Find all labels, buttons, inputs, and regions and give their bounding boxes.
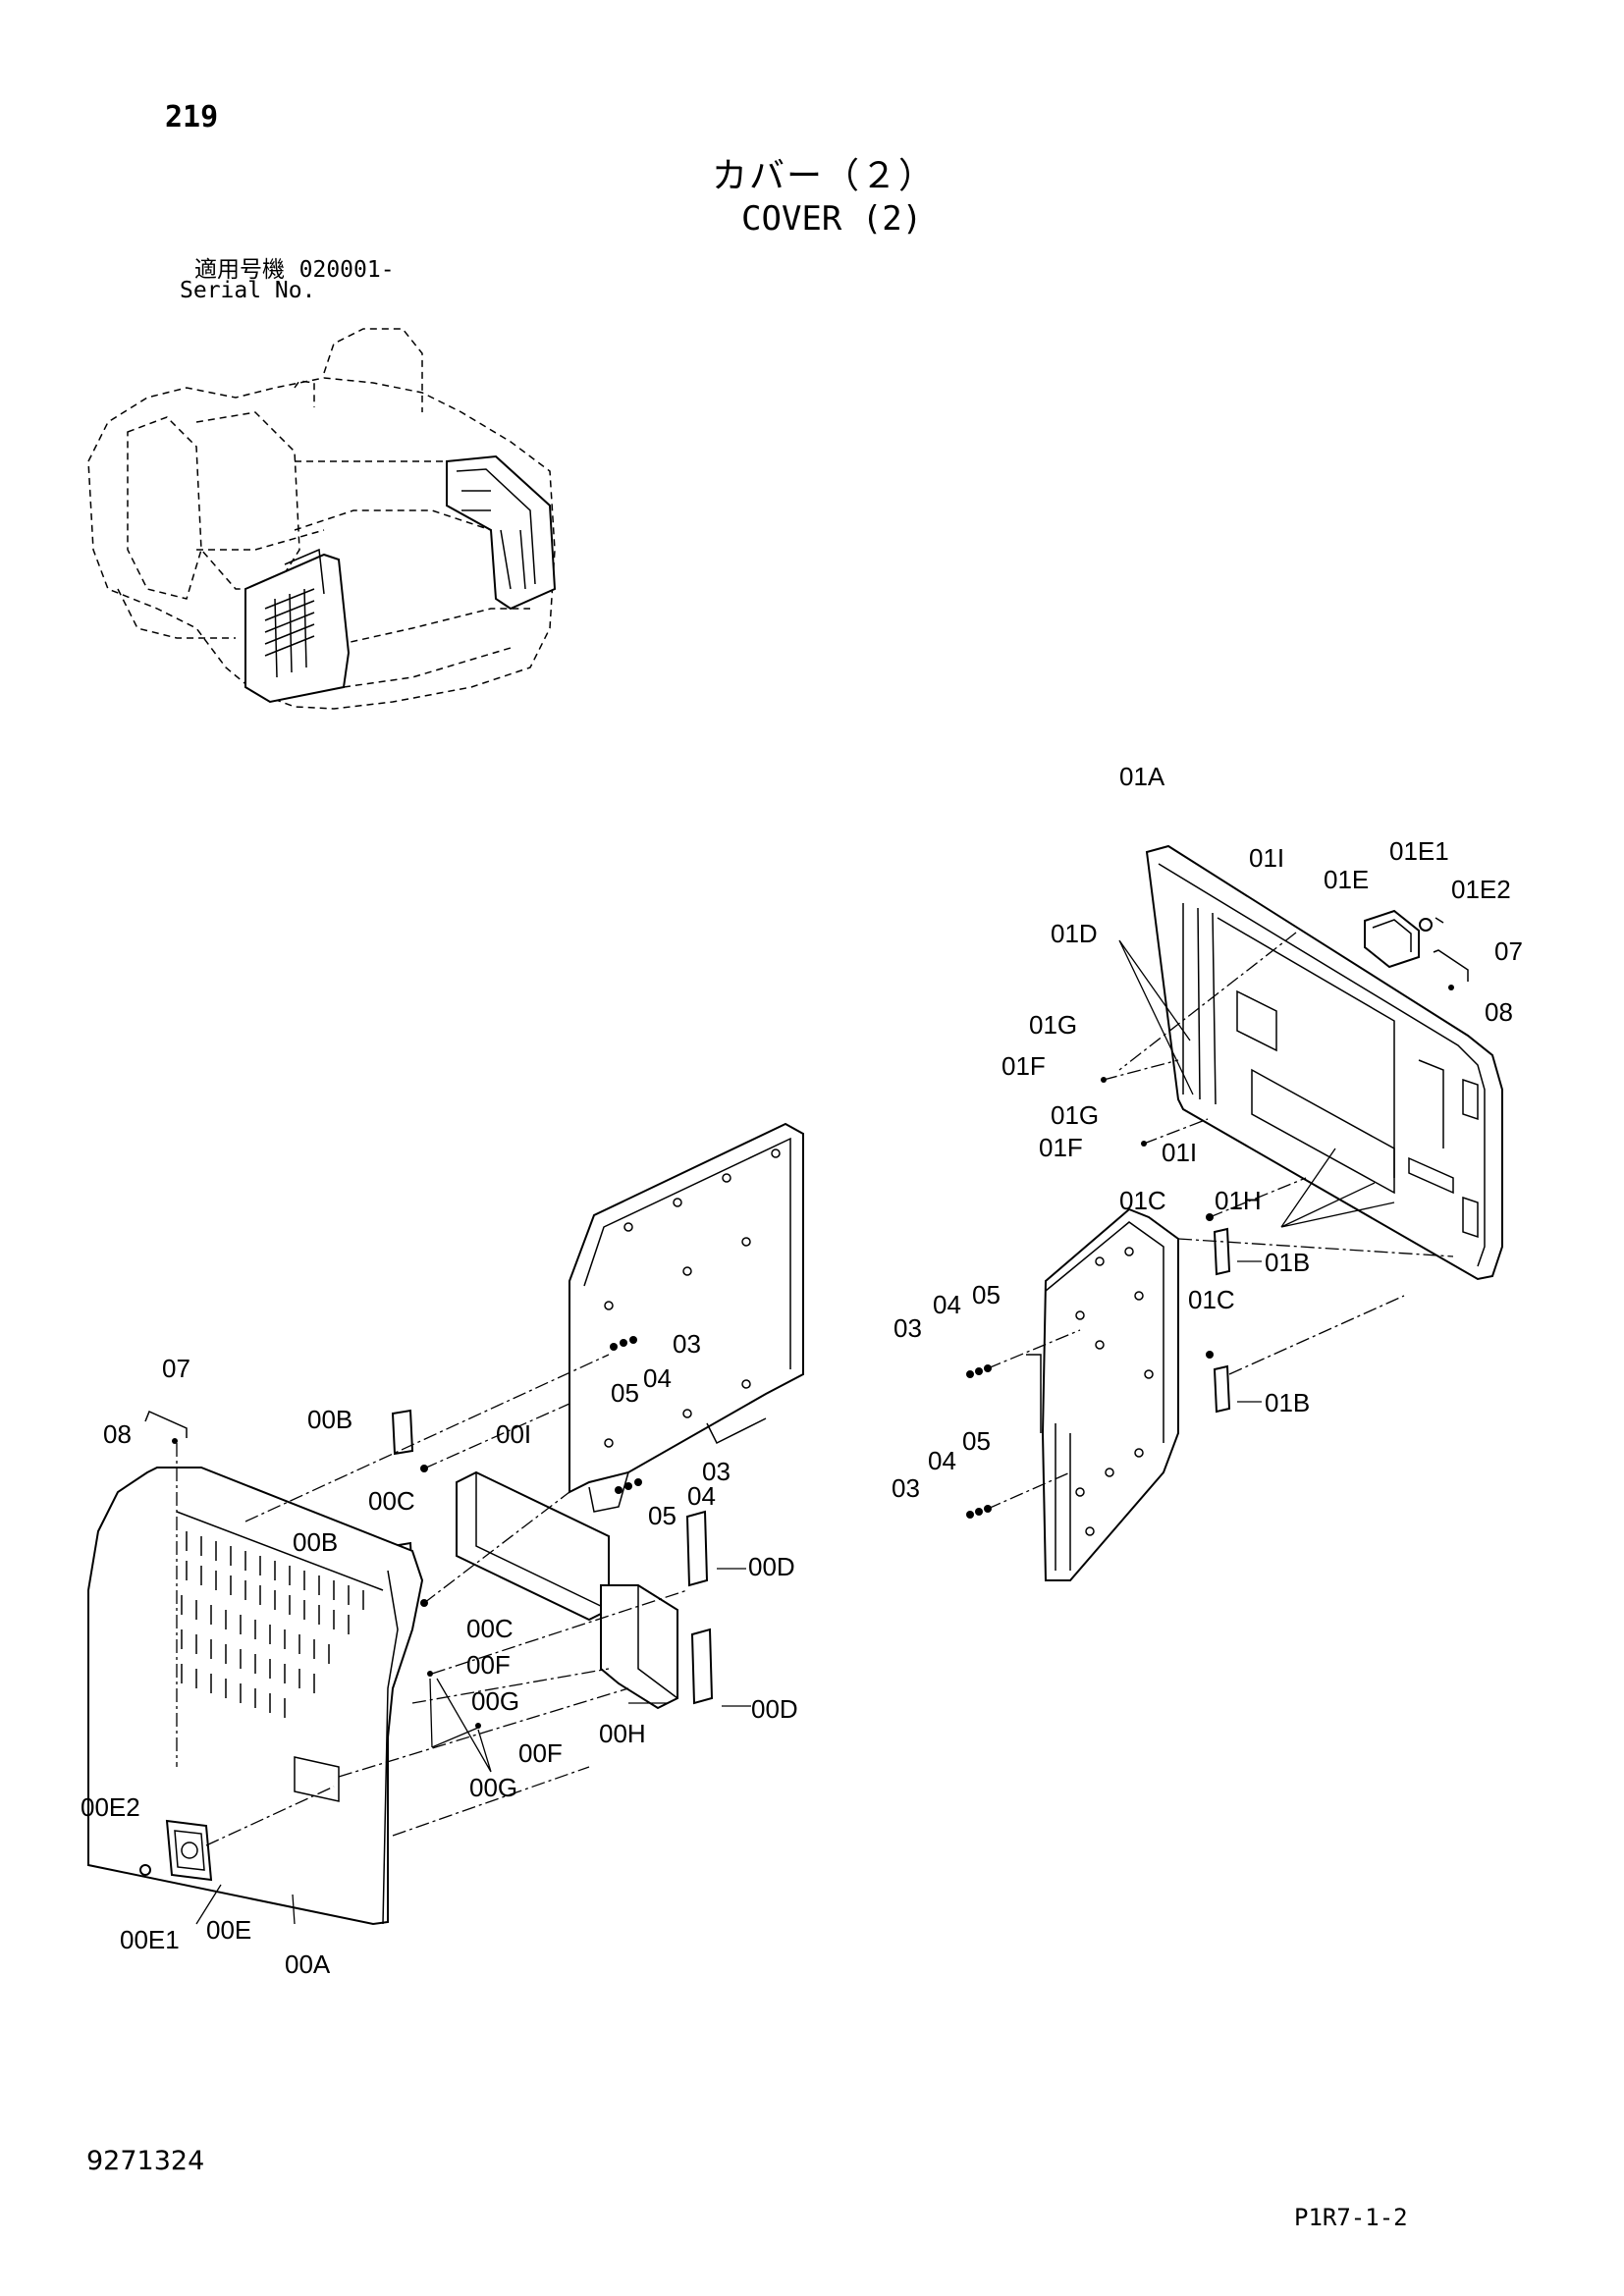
callout-00A: 00A	[285, 1949, 331, 1979]
callout-00E: 00E	[206, 1915, 251, 1945]
left-bracket	[568, 1122, 804, 1513]
callout-00H: 00H	[599, 1719, 646, 1748]
right-cover-panel-01A	[1145, 844, 1503, 1281]
callout-00C-b: 00C	[466, 1614, 514, 1643]
left-leaders	[195, 1568, 751, 1925]
callout-03-right-a: 03	[893, 1313, 922, 1343]
callout-00D-b: 00D	[751, 1694, 798, 1724]
serial-label-english: Serial No.	[180, 278, 316, 303]
right-bracket-01	[1026, 1207, 1179, 1581]
callout-03-right-b: 03	[892, 1473, 920, 1503]
left-bracket-holes	[604, 1148, 781, 1448]
bracket-holes	[1075, 1247, 1154, 1536]
callout-03-left-a: 03	[673, 1329, 701, 1359]
callout-04-left-b: 04	[687, 1481, 716, 1511]
callout-08-right: 08	[1485, 997, 1513, 1027]
page-number: 219	[165, 100, 219, 134]
callout-00E1: 00E1	[120, 1925, 180, 1954]
callout-01F-a: 01F	[1001, 1051, 1046, 1081]
vent-slots	[181, 1531, 364, 1718]
callout-07-left: 07	[162, 1354, 190, 1383]
rubber-pads-01B	[1213, 1227, 1231, 1414]
callout-05-right-a: 05	[972, 1280, 1001, 1309]
left-chain-lines	[176, 1354, 688, 1846]
right-chain-lines	[987, 932, 1454, 1510]
callout-04-left-a: 04	[643, 1363, 672, 1393]
callout-01E1: 01E1	[1389, 836, 1449, 866]
callout-01C-a: 01C	[1119, 1186, 1166, 1215]
callout-01A: 01A	[1119, 762, 1165, 791]
serial-label-japanese: 適用号機 020001-	[194, 250, 395, 284]
callout-01G-b: 01G	[1051, 1100, 1099, 1130]
serial-label-jp-text: 適用号機	[194, 257, 285, 283]
callout-00E2: 00E2	[81, 1792, 140, 1822]
serial-value: 020001-	[298, 257, 395, 283]
reference-code: P1R7-1-2	[1294, 2204, 1408, 2231]
callout-01B-a: 01B	[1265, 1248, 1310, 1277]
keymap-left-cover-highlight	[244, 548, 351, 704]
callout-04-right-b: 04	[928, 1446, 956, 1475]
title-japanese: カバー（２）	[712, 156, 937, 196]
callout-08-left: 08	[103, 1419, 132, 1449]
callout-00F-a: 00F	[466, 1650, 511, 1680]
callout-01C-b: 01C	[1188, 1285, 1235, 1314]
callout-03-left-b: 03	[702, 1457, 731, 1486]
callout-01I-bottom: 01I	[1162, 1138, 1197, 1167]
callout-05-left-b: 05	[648, 1501, 677, 1530]
callout-00C-a: 00C	[368, 1486, 415, 1516]
clip-07-left	[144, 1410, 188, 1444]
callout-04-right-a: 04	[933, 1290, 961, 1319]
callout-01G-a: 01G	[1029, 1010, 1077, 1040]
left-cover-panel-00A	[87, 1467, 424, 1926]
left-hardware	[420, 1336, 642, 1729]
keymap-right-cover-highlight	[446, 454, 557, 611]
callout-00I: 00I	[496, 1419, 531, 1449]
document-number: 9271324	[86, 2146, 205, 2176]
callout-labels: 01A 01I 01E1 01E 01E2 01D 07 08 01G 01F …	[81, 762, 1523, 1979]
callout-01D: 01D	[1051, 919, 1098, 948]
callout-00B-b: 00B	[293, 1527, 338, 1557]
callout-01I-top: 01I	[1249, 843, 1284, 873]
callout-00G-a: 00G	[471, 1686, 519, 1716]
handle-00E	[139, 1819, 213, 1882]
callout-01E2: 01E2	[1451, 875, 1511, 904]
handle-01E	[1364, 909, 1444, 969]
callout-05-left-a: 05	[611, 1378, 639, 1408]
rubber-strips-00D	[685, 1510, 714, 1705]
title-english: COVER (2)	[741, 199, 923, 239]
callout-01F-b: 01F	[1039, 1133, 1083, 1162]
callout-01E: 01E	[1324, 865, 1369, 894]
callout-01B-b: 01B	[1265, 1388, 1310, 1417]
right-leaders	[1118, 939, 1395, 1403]
callout-00F-b: 00F	[518, 1738, 563, 1768]
callout-00B-a: 00B	[307, 1405, 352, 1434]
callout-00D-a: 00D	[748, 1552, 795, 1581]
callout-05-right-b: 05	[962, 1426, 991, 1456]
callout-07-right: 07	[1494, 936, 1523, 966]
callout-01H: 01H	[1215, 1186, 1262, 1215]
clip-07-right	[1433, 949, 1469, 990]
callout-00G-b: 00G	[469, 1773, 517, 1802]
